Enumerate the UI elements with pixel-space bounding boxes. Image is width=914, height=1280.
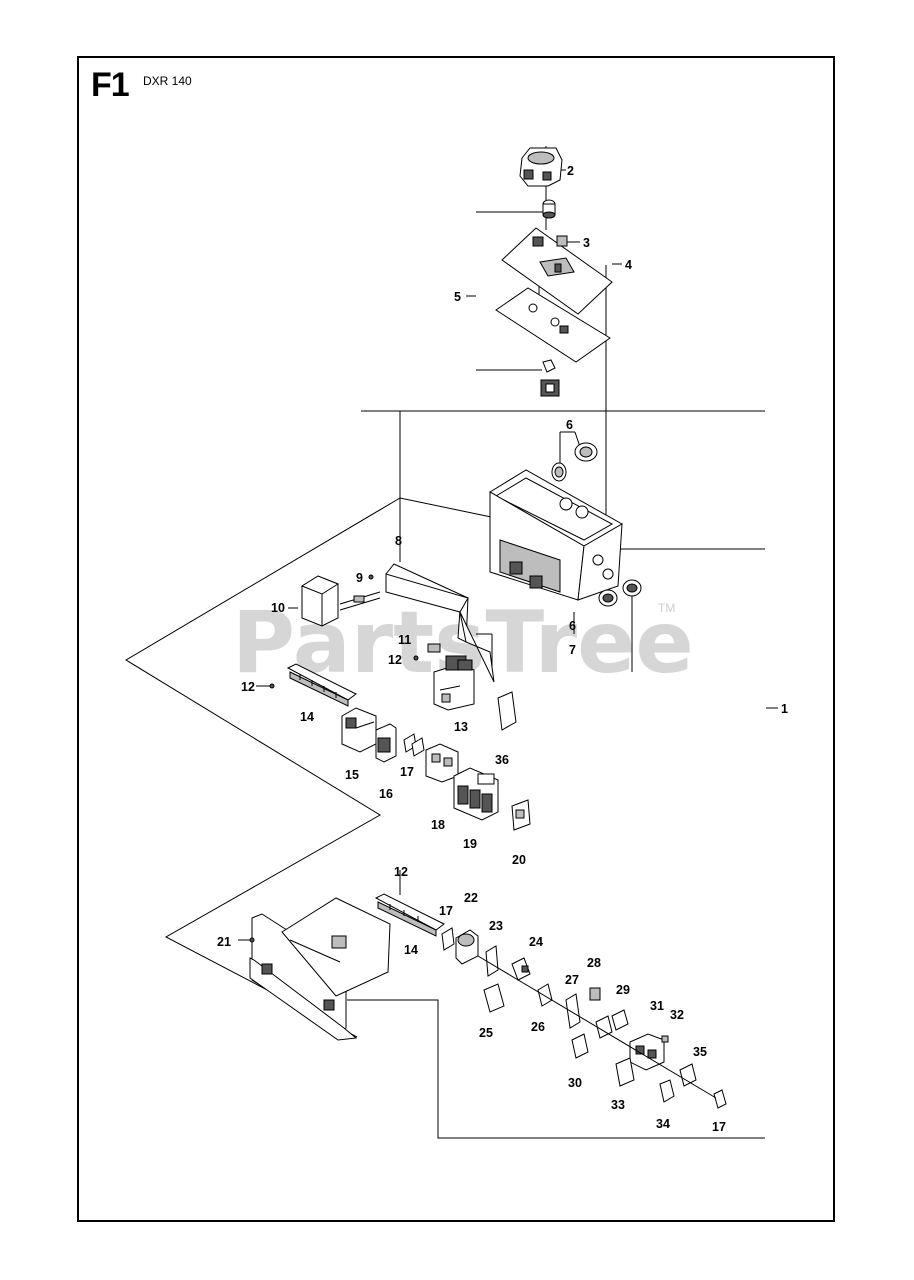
callout-1: 1 xyxy=(781,702,788,716)
part-8-mounting-plate xyxy=(385,563,495,683)
callout-22: 22 xyxy=(464,891,478,905)
callout-23: 23 xyxy=(489,919,503,933)
callout-21: 21 xyxy=(217,935,231,949)
part-7-enclosure xyxy=(489,469,642,607)
part-9-screw xyxy=(368,574,374,580)
callout-18: 18 xyxy=(431,818,445,832)
part-5-cover-plate xyxy=(495,227,613,363)
part-25-26-blocks xyxy=(483,983,553,1013)
callout-17-upper: 17 xyxy=(400,765,414,779)
callout-8: 8 xyxy=(395,534,402,548)
part-15-contactor xyxy=(341,707,377,753)
part-20-cover xyxy=(511,799,531,831)
part-34-35-17 xyxy=(477,955,727,1109)
callout-36: 36 xyxy=(495,753,509,767)
callout-11: 11 xyxy=(398,633,411,647)
part-2-cap xyxy=(519,147,563,187)
grommet xyxy=(542,199,556,219)
callout-6-bottom: 6 xyxy=(569,619,576,633)
callout-26: 26 xyxy=(531,1020,545,1034)
part-21-panel xyxy=(249,897,391,1041)
part-6-grommets xyxy=(551,442,598,482)
part-27-28-29 xyxy=(565,987,629,1031)
part-31-32-switch xyxy=(629,1033,669,1071)
callout-3: 3 xyxy=(583,236,590,250)
part-17-clip-mid xyxy=(441,927,455,951)
callout-15: 15 xyxy=(345,768,359,782)
callout-10: 10 xyxy=(271,601,285,615)
callout-12-upper: 12 xyxy=(388,653,402,667)
callout-29: 29 xyxy=(616,983,630,997)
callout-24: 24 xyxy=(529,935,543,949)
part-11-12-13-relay xyxy=(413,643,517,731)
callout-12-left: 12 xyxy=(241,680,255,694)
watermark-trademark: TM xyxy=(658,601,675,615)
callout-2: 2 xyxy=(567,164,574,178)
callout-17-lower: 17 xyxy=(712,1120,726,1134)
part-30-bracket xyxy=(571,1015,613,1059)
callout-28: 28 xyxy=(587,956,601,970)
callout-5: 5 xyxy=(454,290,461,304)
callout-32: 32 xyxy=(670,1008,684,1022)
callout-13: 13 xyxy=(454,720,468,734)
callout-7: 7 xyxy=(569,643,576,657)
callout-9: 9 xyxy=(356,571,363,585)
callout-20: 20 xyxy=(512,853,526,867)
callout-33: 33 xyxy=(611,1098,625,1112)
part-22-module xyxy=(455,929,479,965)
callout-30: 30 xyxy=(568,1076,582,1090)
part-19-contactor xyxy=(453,767,499,821)
callout-16: 16 xyxy=(379,787,393,801)
callout-19: 19 xyxy=(463,837,477,851)
part-10-transformer xyxy=(300,575,381,627)
callout-6-top: 6 xyxy=(566,418,573,432)
diagram-frame xyxy=(77,56,835,1222)
part-3-nut xyxy=(556,235,568,247)
callout-labels: 2 3 4 5 6 6 7 8 9 10 11 12 12 12 13 14 1… xyxy=(217,164,788,1134)
diagram-code: F1 xyxy=(91,66,130,104)
callout-27: 27 xyxy=(565,973,579,987)
callout-14-lower: 14 xyxy=(404,943,418,957)
part-14-din-rail-lower xyxy=(374,893,445,937)
nut-pair xyxy=(540,359,560,397)
callout-34: 34 xyxy=(656,1117,670,1131)
callout-31: 31 xyxy=(650,999,664,1013)
part-18-relay xyxy=(425,743,459,783)
callout-12-lower: 12 xyxy=(394,865,408,879)
callout-4: 4 xyxy=(625,258,632,272)
part-14-din-rail-upper xyxy=(269,663,357,707)
part-16-breaker xyxy=(375,723,397,763)
model-name: DXR 140 xyxy=(143,74,192,88)
callout-35: 35 xyxy=(693,1045,707,1059)
callout-14-upper: 14 xyxy=(300,710,314,724)
part-17-clip-upper xyxy=(403,733,425,757)
callout-25: 25 xyxy=(479,1026,493,1040)
part-33-plate xyxy=(615,1057,635,1087)
callout-17-mid: 17 xyxy=(439,904,453,918)
part-23-24-terminals xyxy=(485,945,531,981)
